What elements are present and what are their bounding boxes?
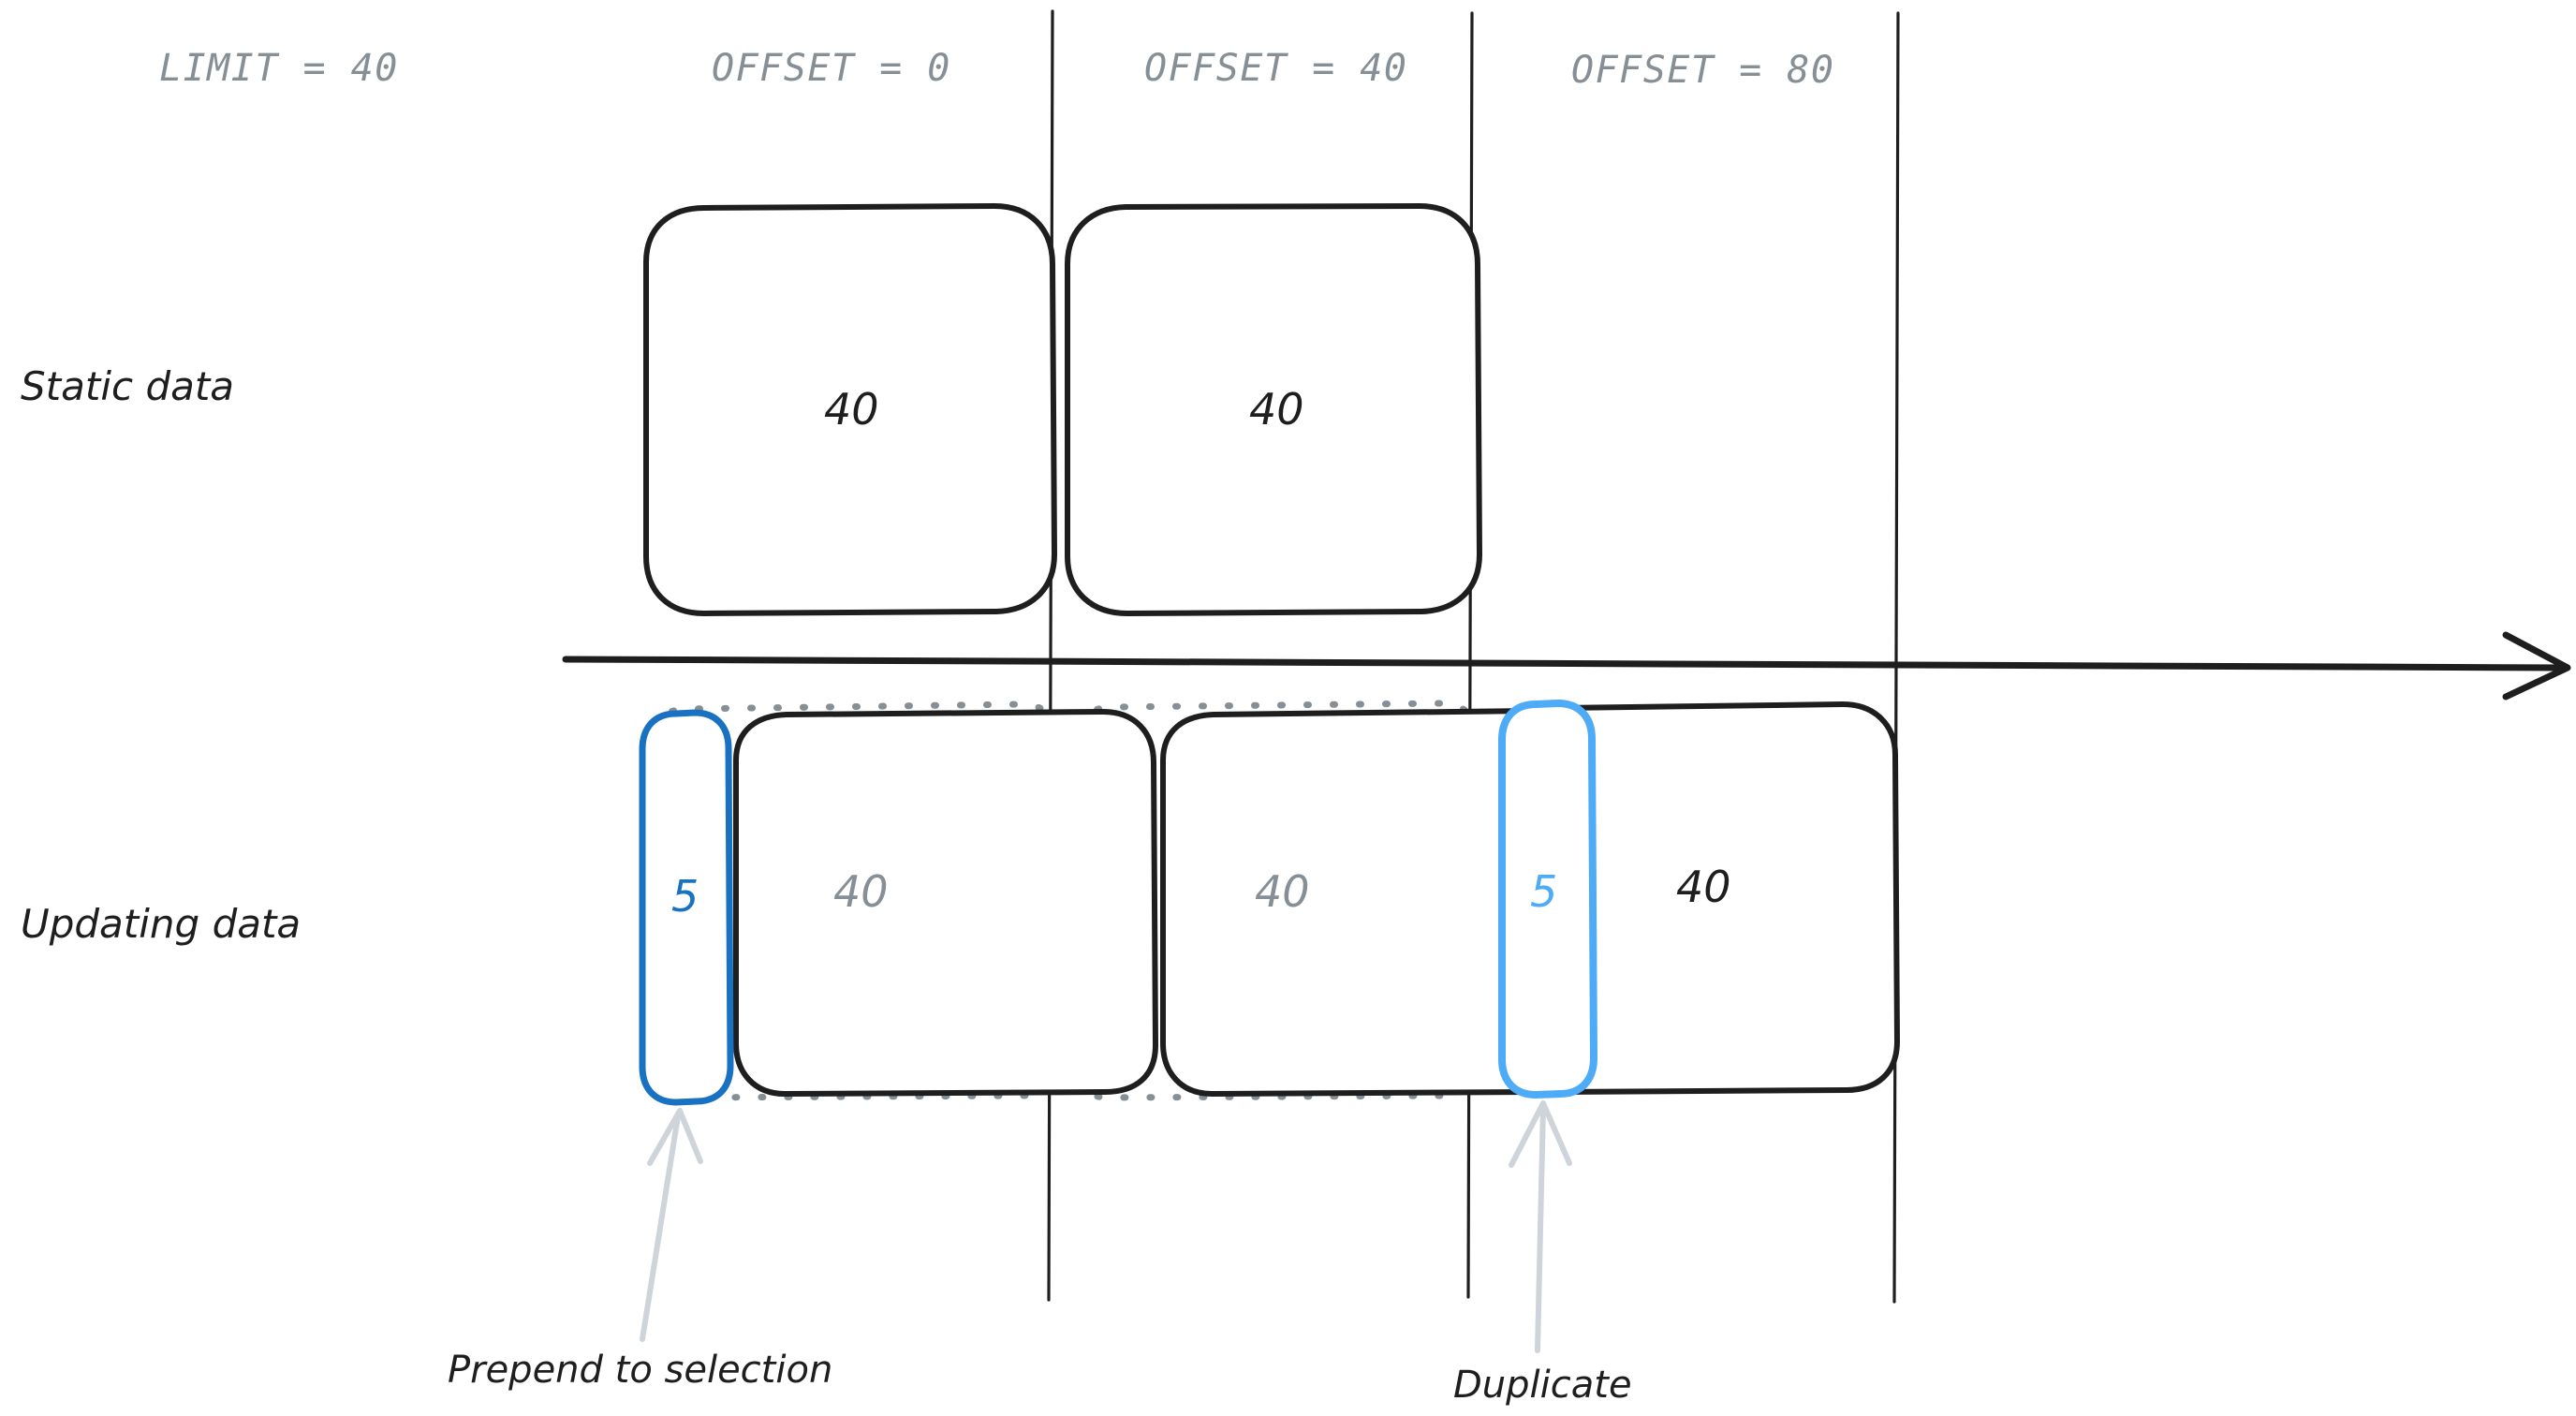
static-row-boxes <box>643 203 1482 616</box>
prepend-callout-arrowhead-icon <box>647 1108 703 1166</box>
static-page-1-box <box>643 203 1057 616</box>
static-page-2-box <box>1065 203 1482 616</box>
duplicate-callout-arrow <box>1535 1104 1546 1353</box>
callout-arrows <box>640 1100 1572 1353</box>
time-axis-arrowhead-icon <box>2502 631 2571 701</box>
divider-line-2 <box>1466 11 1474 1299</box>
updating-page-1-box <box>733 709 1158 1097</box>
prepend-callout-arrow <box>640 1114 681 1342</box>
duplicate-chunk-box <box>1498 700 1597 1099</box>
time-axis-line <box>562 656 2568 671</box>
divider-line-3 <box>1892 11 1900 1304</box>
prepended-chunk-box <box>639 709 734 1106</box>
divider-line-1 <box>1047 9 1054 1302</box>
updating-row-boxes <box>733 701 1900 1097</box>
duplicate-callout-arrowhead-icon <box>1509 1100 1572 1168</box>
inserted-chunks <box>639 700 1597 1106</box>
time-axis <box>562 631 2571 701</box>
